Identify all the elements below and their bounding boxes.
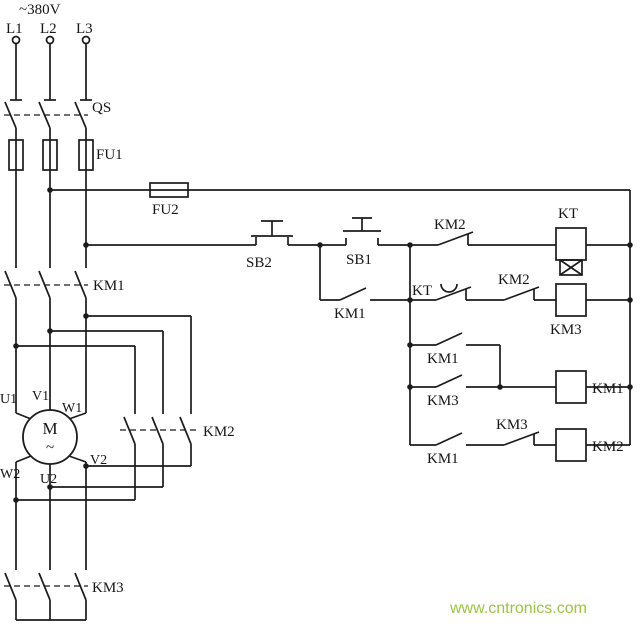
km2-coil-label: KM2 [592, 439, 624, 455]
fu1-fuse-bank [8, 139, 94, 171]
row1-km2-nc-contact [437, 231, 474, 246]
km3-main-label: KM3 [92, 580, 124, 596]
kt-timer-coil [555, 227, 587, 276]
row2-kt-delayed-contact [435, 283, 472, 301]
main-circuit-wiring [15, 44, 192, 621]
supply-terminals [11, 35, 91, 45]
row3-km3-label: KM3 [427, 393, 459, 409]
row2-km2-label: KM2 [498, 272, 530, 288]
terminal-label-u1: U1 [0, 392, 17, 407]
terminal-label-v2: V2 [90, 453, 107, 468]
kt-coil-label: KT [558, 206, 578, 222]
km1-coil [555, 370, 587, 404]
phase-label-l2: L2 [40, 21, 57, 37]
watermark-text: www.cntronics.com [449, 600, 587, 617]
row2-km2-nc-contact [503, 286, 540, 301]
km1-holding-contact [339, 287, 367, 301]
terminal-label-w2: W2 [0, 467, 20, 482]
row4-km1-label: KM1 [427, 451, 459, 467]
phase-label-l3: L3 [76, 21, 93, 37]
sb1-start-button [343, 217, 381, 245]
sb2-label: SB2 [246, 255, 272, 271]
terminal-l1 [11, 35, 21, 45]
km2-main-label: KM2 [203, 424, 235, 440]
row2-kt-label: KT [412, 283, 432, 299]
row3-km1-no-contact [435, 332, 463, 346]
motor-letter: M [42, 419, 57, 438]
qs-label: QS [92, 100, 111, 116]
row1-km2-label: KM2 [434, 217, 466, 233]
km3-coil [555, 283, 587, 317]
terminal-label-w1: W1 [62, 401, 82, 416]
km3-main-contacts [4, 572, 88, 601]
phase-label-l1: L1 [6, 21, 23, 37]
row3-km1-label: KM1 [427, 351, 459, 367]
sb1-label: SB1 [346, 252, 372, 268]
terminal-l3 [81, 35, 91, 45]
km3-coil-label: KM3 [550, 322, 582, 338]
km1-hold-label: KM1 [334, 306, 366, 322]
control-circuit-wiring [50, 189, 631, 446]
terminal-label-u2: U2 [40, 472, 57, 487]
motor-tilde: ~ [46, 440, 54, 456]
km2-coil [555, 428, 587, 462]
km2-main-contacts [120, 416, 199, 445]
qs-disconnect-switch [4, 99, 92, 129]
supply-voltage-label: ~380V [19, 2, 61, 18]
motor-symbol [22, 409, 78, 465]
junction-dots [13, 187, 633, 503]
row4-km1-no-contact [435, 432, 463, 446]
terminal-label-v1: V1 [32, 389, 49, 404]
terminal-l2 [45, 35, 55, 45]
row4-km3-label: KM3 [496, 417, 528, 433]
fu2-label: FU2 [152, 202, 179, 218]
schematic-labels: ~380V L1 L2 L3 QS FU1 FU2 KM1 KM2 KM3 U1… [0, 2, 624, 617]
row3-km3-no-contact [435, 374, 463, 388]
sb2-stop-button [251, 220, 293, 245]
fu2-fuse [149, 182, 189, 198]
fu1-label: FU1 [96, 147, 123, 163]
km1-main-contacts [4, 270, 88, 299]
row4-km3-nc-contact [503, 431, 540, 446]
km1-main-label: KM1 [93, 278, 125, 294]
km1-coil-label: KM1 [592, 381, 624, 397]
